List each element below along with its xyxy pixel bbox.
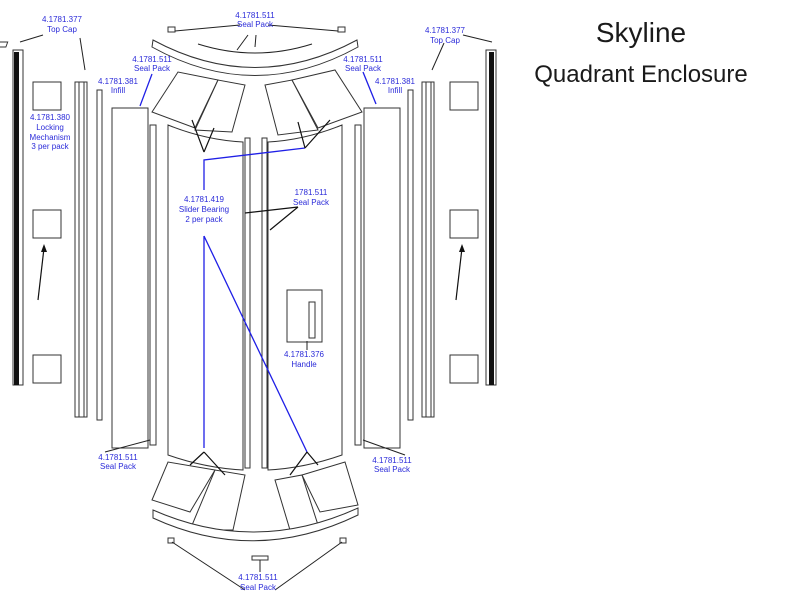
left-fixed-panel	[111, 107, 149, 449]
label-top-cap-left: 4.1781.377 Top Cap	[42, 15, 83, 34]
svg-text:4.1781.511: 4.1781.511	[372, 456, 412, 465]
svg-text:Mechanism: Mechanism	[30, 133, 71, 142]
title-line1: Skyline	[596, 17, 686, 48]
svg-text:4.1781.376: 4.1781.376	[284, 350, 325, 359]
label-bottom-seal-pack: 4.1781.511 Seal Pack	[238, 573, 278, 592]
bottom-roller-packs	[151, 461, 359, 531]
svg-text:4.1781.511: 4.1781.511	[98, 453, 138, 462]
svg-text:1781.511: 1781.511	[295, 188, 328, 197]
label-bottom-right-seal-pack: 4.1781.511 Seal Pack	[372, 456, 412, 474]
left-wall-profile	[0, 41, 103, 421]
svg-text:Slider Bearing: Slider Bearing	[179, 205, 229, 214]
svg-text:4.1781.511: 4.1781.511	[132, 55, 172, 64]
svg-text:4.1781.377: 4.1781.377	[425, 26, 466, 35]
left-sliding-door	[167, 124, 244, 471]
label-center-seal-pack: 1781.511 Seal Pack	[293, 188, 330, 207]
svg-text:4.1781.381: 4.1781.381	[98, 77, 139, 86]
right-wall-profile	[407, 49, 497, 421]
svg-text:Seal Pack: Seal Pack	[374, 465, 411, 474]
svg-text:Top Cap: Top Cap	[47, 25, 77, 34]
label-handle: 4.1781.376 Handle	[284, 350, 325, 369]
title-line2: Quadrant Enclosure	[534, 61, 747, 88]
svg-text:3 per pack: 3 per pack	[31, 142, 69, 151]
svg-text:Infill: Infill	[388, 86, 402, 95]
svg-text:4.1781.511: 4.1781.511	[343, 55, 383, 64]
label-top-cap-right: 4.1781.377 Top Cap	[425, 26, 466, 45]
label-infill-right: 4.1781.381 Infill	[375, 77, 416, 95]
svg-text:Seal Pack: Seal Pack	[237, 20, 274, 29]
top-tray	[151, 24, 359, 76]
svg-text:Top Cap: Top Cap	[430, 36, 460, 45]
top-roller-packs	[151, 69, 363, 136]
svg-text:Handle: Handle	[291, 360, 317, 369]
svg-text:2 per pack: 2 per pack	[185, 215, 223, 224]
label-slider-bearing: 4.1781.419 Slider Bearing 2 per pack	[179, 195, 229, 224]
svg-text:4.1781.380: 4.1781.380	[30, 113, 71, 122]
svg-text:4.1781.377: 4.1781.377	[42, 15, 83, 24]
svg-text:Seal Pack: Seal Pack	[240, 583, 277, 592]
slider-bearing-arrows	[139, 71, 377, 453]
svg-text:Infill: Infill	[111, 86, 125, 95]
handle-part	[286, 289, 323, 350]
label-seal-pack-left: 4.1781.511 Seal Pack	[132, 55, 172, 73]
svg-text:4.1781.511: 4.1781.511	[235, 11, 275, 20]
svg-text:Seal Pack: Seal Pack	[293, 198, 330, 207]
svg-text:4.1781.511: 4.1781.511	[238, 573, 278, 582]
svg-text:Locking: Locking	[36, 123, 64, 132]
svg-text:Seal Pack: Seal Pack	[134, 64, 171, 73]
svg-text:Seal Pack: Seal Pack	[100, 462, 137, 471]
label-bottom-left-seal-pack: 4.1781.511 Seal Pack	[98, 453, 138, 471]
right-fixed-panel	[363, 107, 401, 449]
svg-text:Seal Pack: Seal Pack	[345, 64, 382, 73]
bottom-tray	[152, 507, 359, 591]
label-seal-pack-right: 4.1781.511 Seal Pack	[343, 55, 383, 73]
svg-text:4.1781.419: 4.1781.419	[184, 195, 225, 204]
leader-lines	[19, 34, 493, 476]
label-locking-mechanism: 4.1781.380 Locking Mechanism 3 per pack	[30, 113, 71, 151]
label-infill-left: 4.1781.381 Infill	[98, 77, 139, 95]
label-top-seal-pack: 4.1781.511 Seal Pack	[235, 11, 275, 29]
svg-text:4.1781.381: 4.1781.381	[375, 77, 416, 86]
